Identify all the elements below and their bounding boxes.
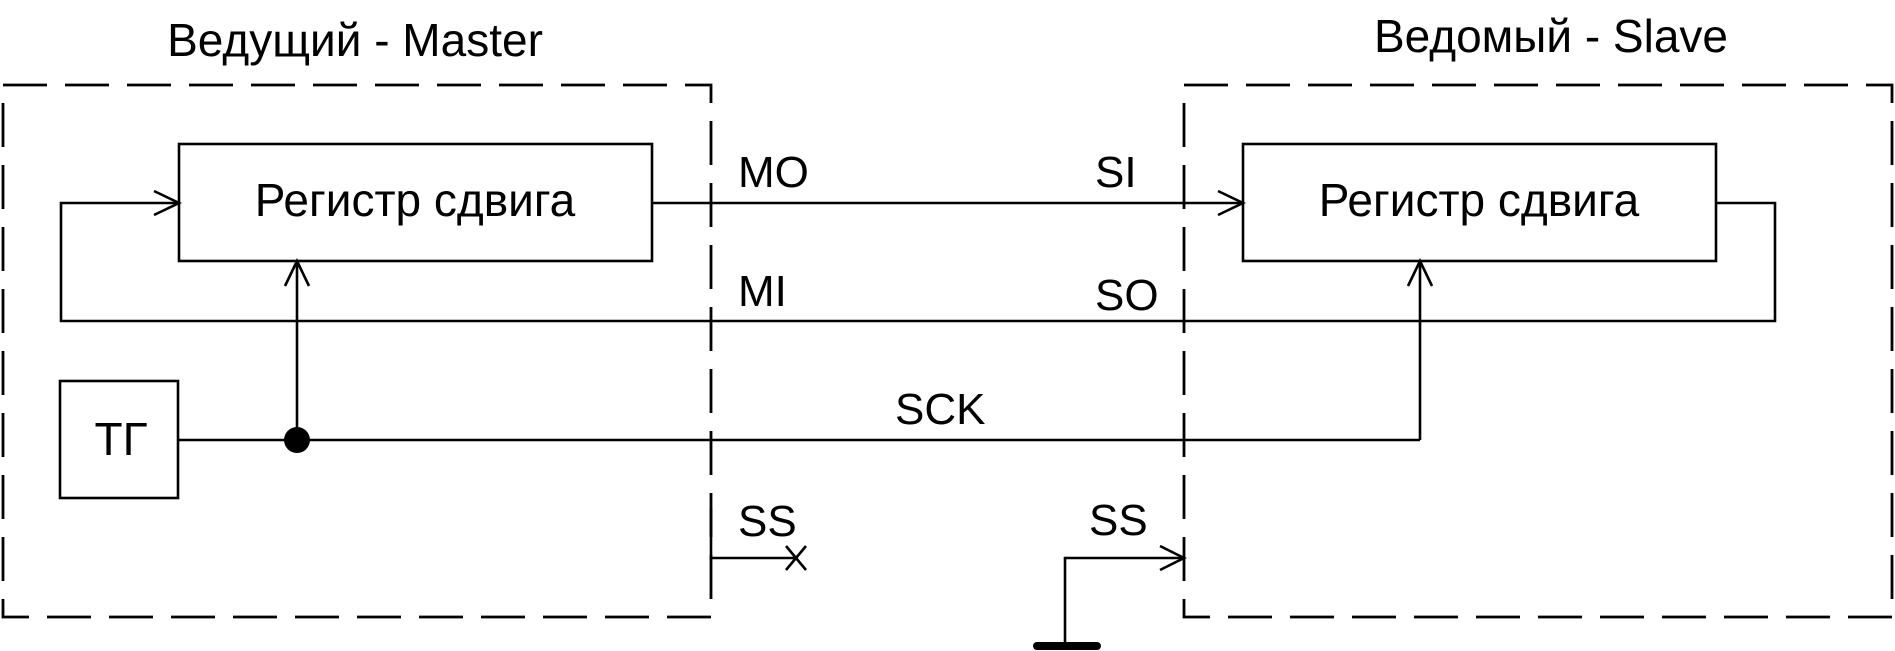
mosi-line [652, 189, 1247, 217]
sck-line [178, 257, 1434, 453]
label-ss-slave: SS [1089, 496, 1148, 545]
miso-line [59, 189, 1777, 323]
master-ss-line [709, 508, 807, 571]
slave-shift-register-label: Регистр сдвига [1319, 174, 1640, 226]
clock-generator-label: ТГ [94, 413, 147, 465]
label-sck: SCK [895, 385, 985, 434]
clock-junction-dot [284, 427, 310, 453]
master-title: Ведущий - Master [167, 14, 543, 66]
master-shift-register: Регистр сдвига [177, 142, 654, 263]
slave-title: Ведомый - Slave [1374, 10, 1728, 62]
slave-ss-line [1033, 544, 1187, 650]
label-mo: MO [738, 148, 809, 197]
label-ss-master: SS [738, 497, 797, 546]
slave-boundary [1182, 83, 1894, 619]
label-si: SI [1095, 148, 1137, 197]
label-so: SO [1095, 271, 1159, 320]
master-shift-register-label: Регистр сдвига [255, 174, 576, 226]
clock-generator: ТГ [58, 379, 180, 500]
master-boundary [1, 83, 713, 619]
label-mi: MI [738, 267, 787, 316]
slave-shift-register: Регистр сдвига [1241, 142, 1718, 263]
